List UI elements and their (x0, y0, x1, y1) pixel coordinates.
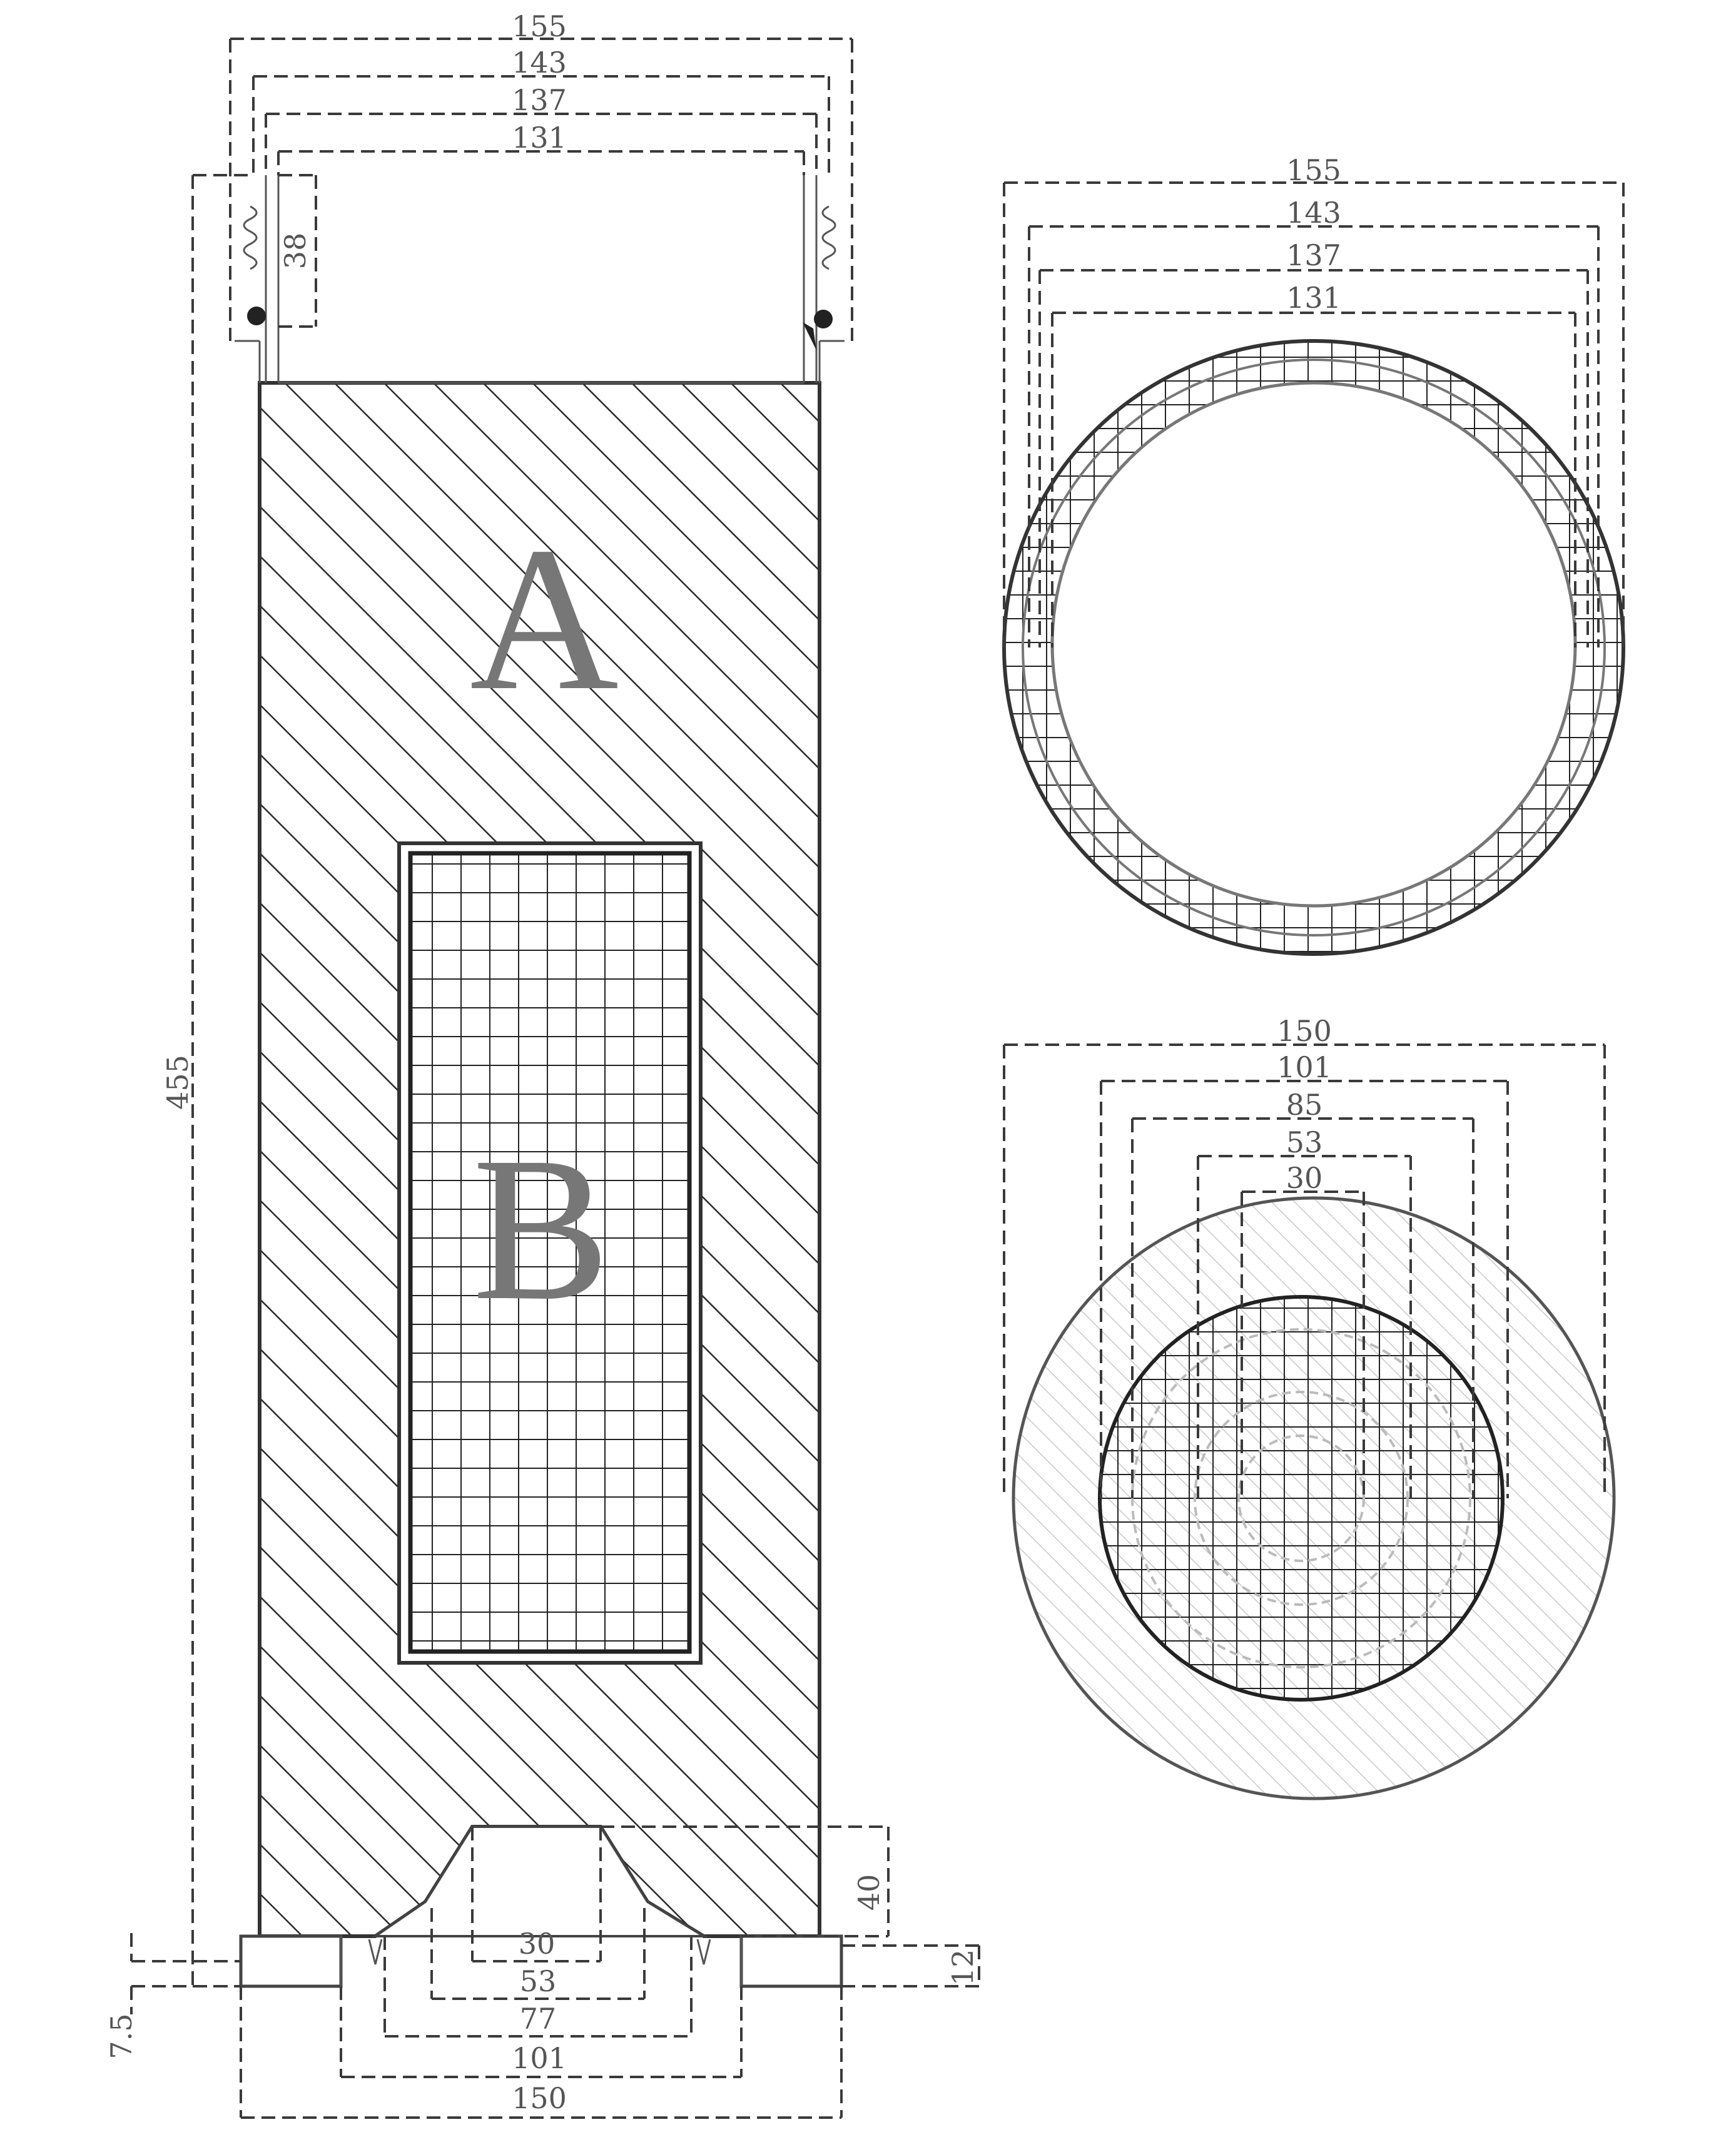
region-b-label: B (472, 1115, 610, 1343)
dim-top-131: 131 (512, 121, 567, 155)
dim-height-455: 455 (161, 1055, 195, 1110)
dim-ring-131: 131 (1286, 281, 1341, 315)
dim-bottom-101: 101 (512, 2041, 567, 2075)
region-a-label: A (470, 505, 619, 733)
dim-ring-143: 143 (1286, 196, 1341, 230)
disc-core-grid (1098, 1295, 1505, 1702)
section-view: A B (104, 9, 980, 2119)
dim-top-38: 38 (278, 233, 312, 270)
dim-bottom-77: 77 (520, 2002, 557, 2036)
dim-bottom-150: 150 (512, 2081, 567, 2115)
disc-ring-53 (1194, 1391, 1409, 1606)
disc-ring-30 (1237, 1434, 1365, 1562)
dim-ring-137: 137 (1286, 238, 1341, 272)
dim-disc-30: 30 (1286, 1161, 1323, 1195)
dim-disc-53: 53 (1286, 1125, 1323, 1159)
dim-bottom-7-5: 7.5 (104, 2013, 138, 2059)
base-plates (239, 1934, 843, 1988)
ring-inner-hole (1050, 381, 1577, 908)
dim-top-155: 155 (512, 9, 567, 43)
dim-bottom-53: 53 (520, 1964, 557, 1998)
bottom-plan-view: 150 101 85 53 30 (1003, 1014, 1616, 1800)
dim-top-137: 137 (512, 83, 567, 117)
top-mould (235, 175, 845, 384)
seal-dot-right (814, 310, 833, 328)
dim-bottom-12: 12 (946, 1949, 980, 1986)
region-b-grid (408, 851, 692, 1654)
ring-mid (1022, 358, 1606, 937)
dim-disc-85: 85 (1286, 1088, 1323, 1122)
dim-disc-101: 101 (1277, 1050, 1332, 1084)
top-dimensions: 155 143 137 131 38 (229, 9, 853, 341)
dim-disc-150: 150 (1277, 1014, 1332, 1048)
overall-height-dimension: 455 (161, 174, 253, 1987)
dim-bottom-30: 30 (519, 1927, 556, 1961)
dim-bottom-40: 40 (852, 1874, 886, 1911)
bottom-dimensions: 30 53 77 101 150 40 12 (104, 1825, 980, 2119)
seal-dot-left (247, 307, 266, 325)
dim-ring-155: 155 (1286, 153, 1341, 187)
dim-top-143: 143 (512, 46, 567, 79)
top-plan-view: 155 143 137 131 (1002, 153, 1625, 956)
